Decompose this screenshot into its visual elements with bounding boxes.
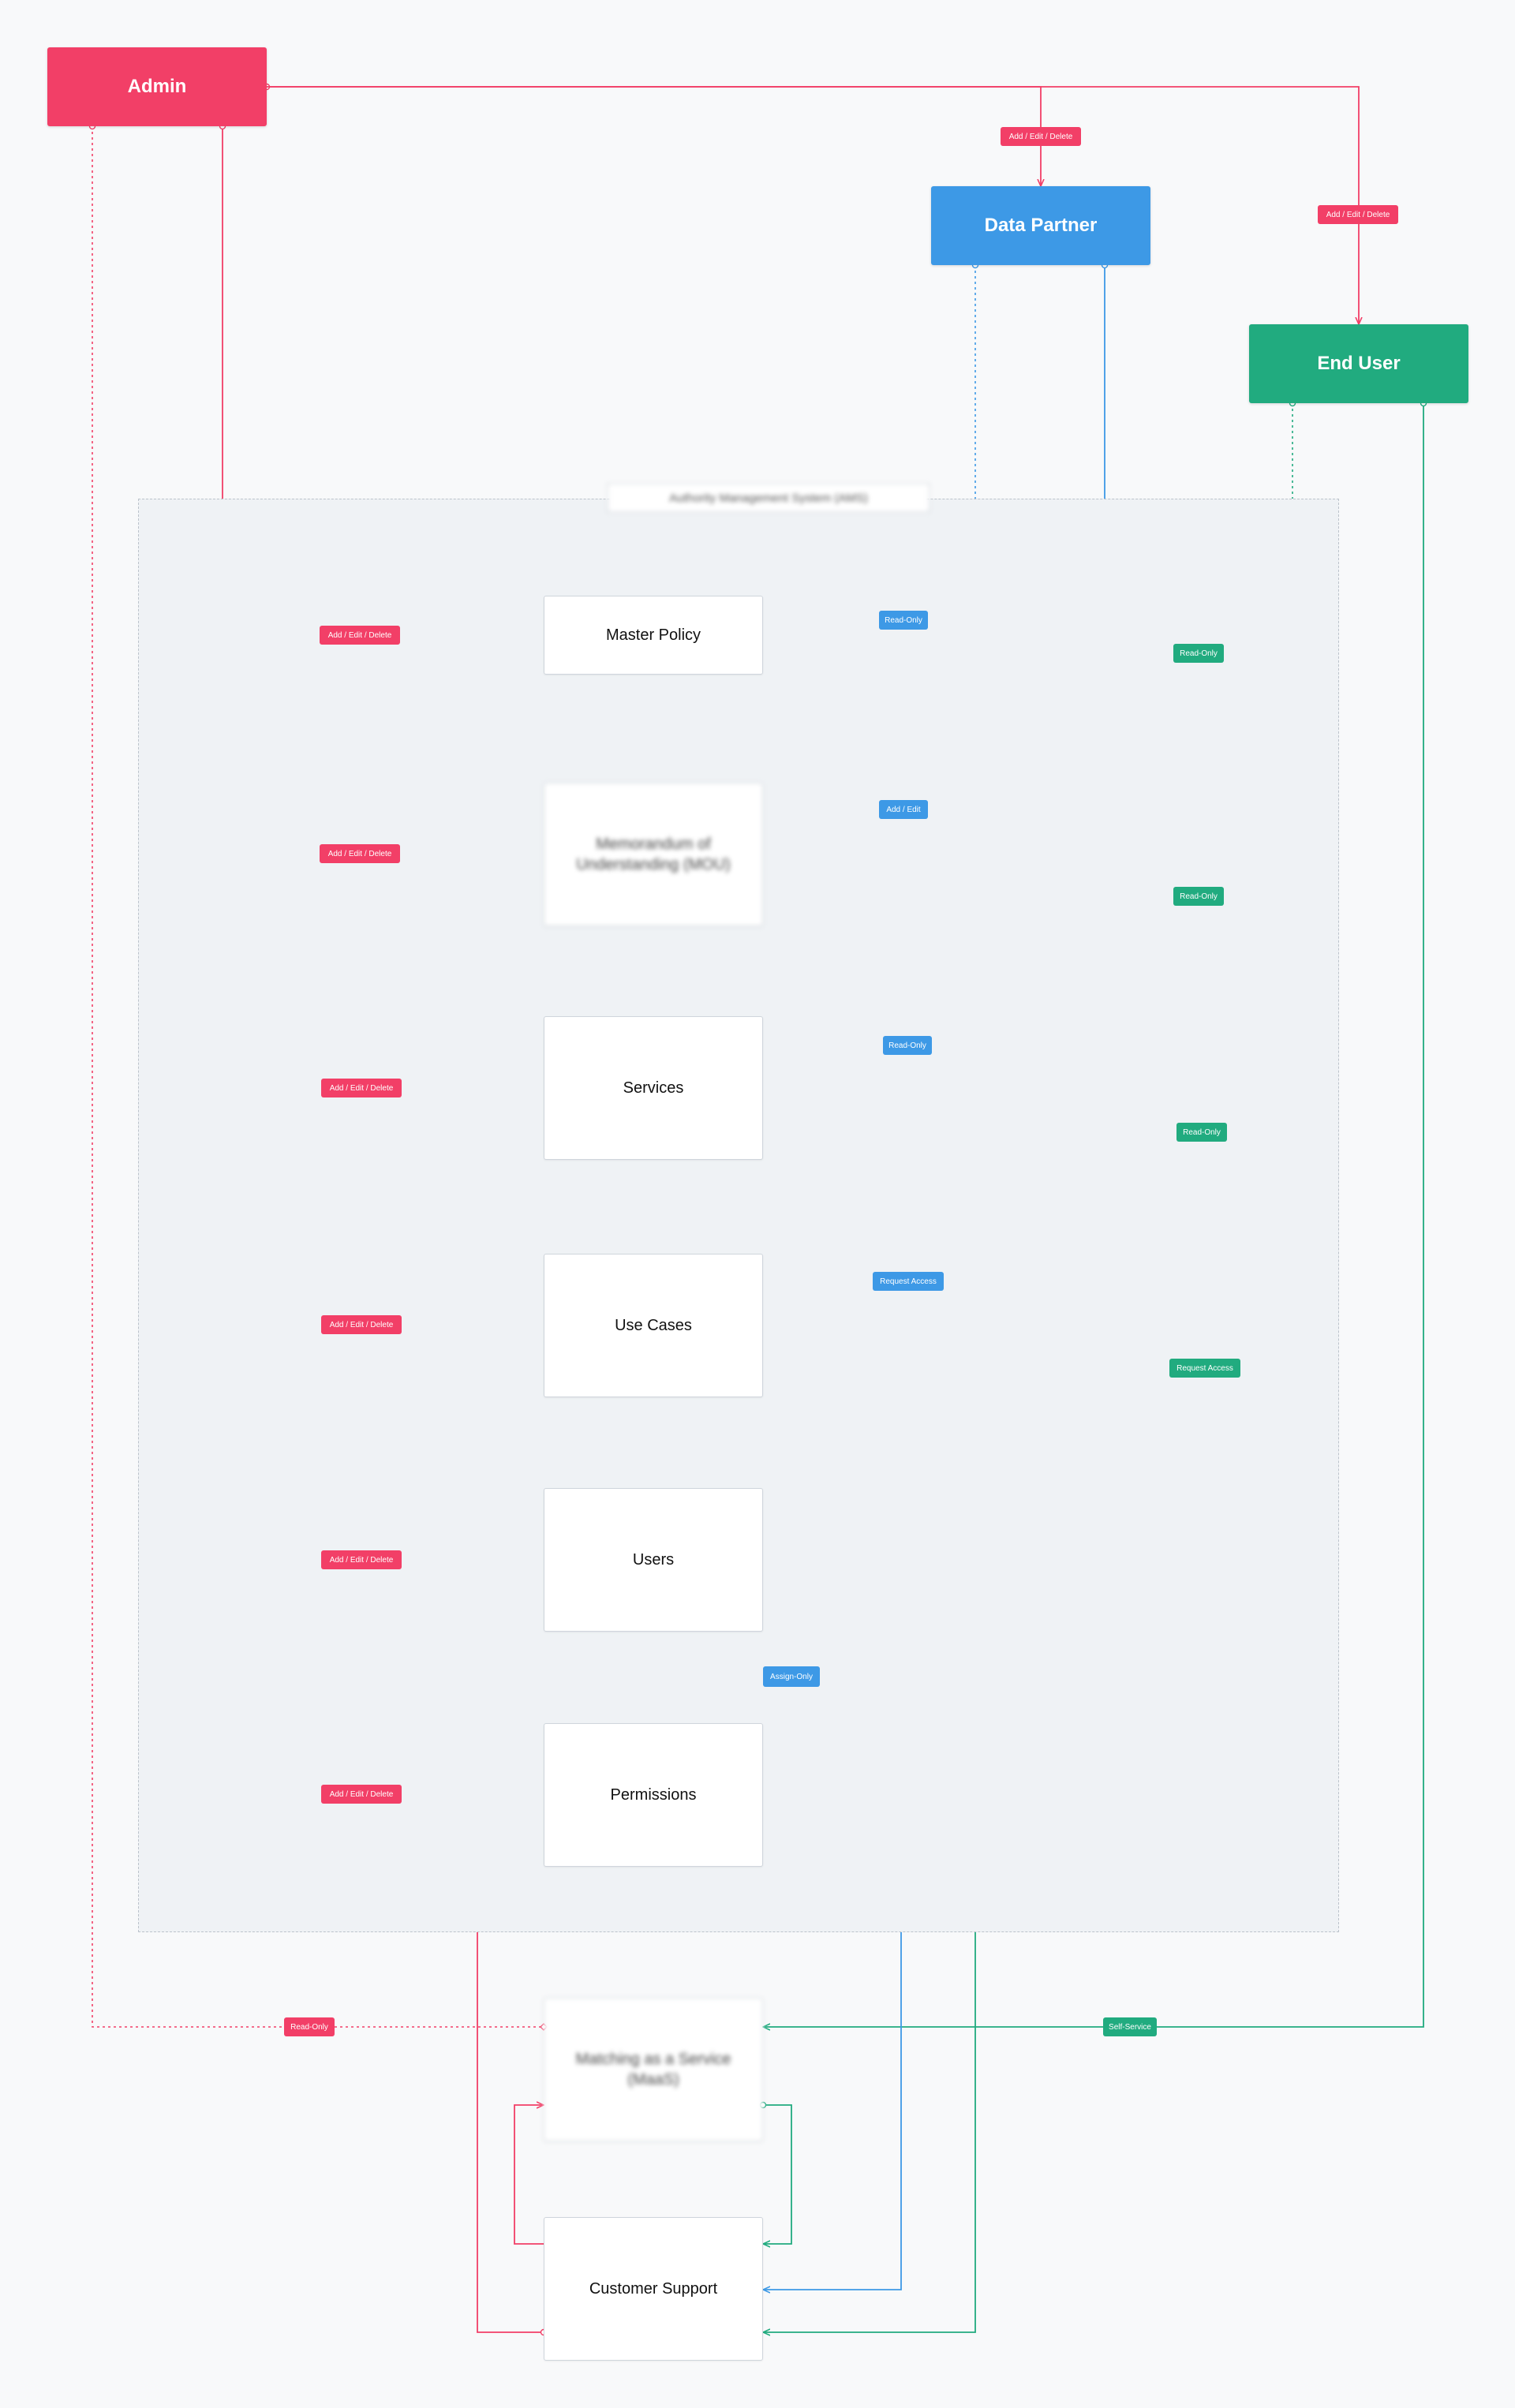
node-users[interactable]: Users [544, 1488, 763, 1632]
label-end-user-maas: Self-Service [1103, 2017, 1157, 2036]
node-permissions[interactable]: Permissions [544, 1723, 763, 1867]
edge-admin-to-data-partner [267, 87, 1041, 186]
label-end-user-use-cases: Request Access [1169, 1359, 1240, 1378]
edge-maas-support [763, 2105, 792, 2244]
edge-support-maas [514, 2105, 544, 2244]
label-end-user-master-policy: Read-Only [1173, 644, 1224, 663]
node-customer-support[interactable]: Customer Support [544, 2217, 763, 2361]
label-admin-to-data-partner: Add / Edit / Delete [1001, 127, 1081, 146]
label-admin-master-policy: Add / Edit / Delete [320, 626, 400, 645]
label-partner-services: Read-Only [883, 1036, 932, 1055]
label-permissions-users: Assign-Only [763, 1666, 820, 1687]
node-maas[interactable]: Matching as a Service (MaaS) [544, 1998, 763, 2141]
label-admin-permissions: Add / Edit / Delete [321, 1785, 402, 1804]
actor-data-partner[interactable]: Data Partner [931, 186, 1150, 265]
edge-end-user-maas [763, 403, 1423, 2027]
edge-admin-maas [88, 122, 548, 2031]
label-admin-mou: Add / Edit / Delete [320, 844, 400, 863]
label-admin-to-end-user: Add / Edit / Delete [1318, 205, 1398, 224]
actor-admin[interactable]: Admin [47, 47, 267, 126]
label-end-user-services: Read-Only [1176, 1123, 1227, 1142]
actor-end-user[interactable]: End User [1249, 324, 1468, 403]
label-admin-use-cases: Add / Edit / Delete [321, 1315, 402, 1334]
system-boundary [138, 499, 1339, 1932]
label-partner-master-policy: Read-Only [879, 611, 928, 630]
label-partner-mou: Add / Edit [879, 800, 928, 819]
label-end-user-mou: Read-Only [1173, 887, 1224, 906]
edge-admin-to-end-user [267, 86, 1359, 324]
label-partner-use-cases: Request Access [873, 1272, 944, 1291]
node-master-policy[interactable]: Master Policy [544, 596, 763, 675]
system-label: Authority Management System (AMS) [608, 484, 930, 512]
label-admin-services: Add / Edit / Delete [321, 1079, 402, 1097]
label-admin-users: Add / Edit / Delete [321, 1550, 402, 1569]
node-use-cases[interactable]: Use Cases [544, 1254, 763, 1397]
node-services[interactable]: Services [544, 1016, 763, 1160]
label-admin-maas: Read-Only [284, 2017, 335, 2036]
node-mou[interactable]: Memorandum of Understanding (MOU) [544, 783, 763, 926]
